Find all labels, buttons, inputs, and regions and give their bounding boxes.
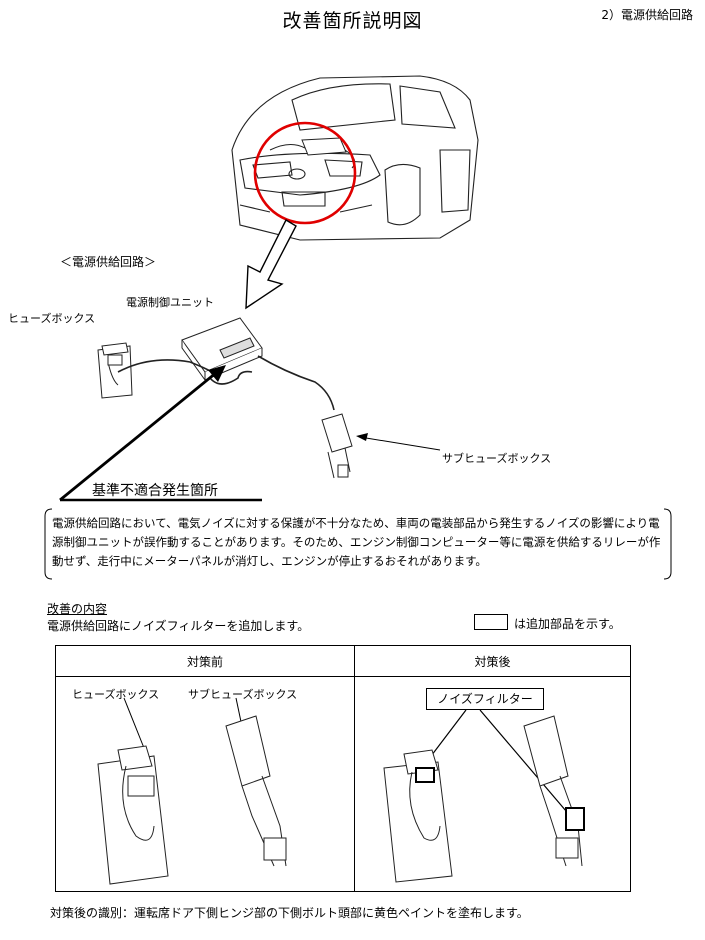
control-unit-drawing [181, 317, 263, 381]
before-fuse-label: ヒューズボックス [72, 688, 160, 701]
footer-note: 対策後の識別：運転席ドア下側ヒンジ部の下側ボルト頭部に黄色ペイントを塗布します。 [50, 906, 529, 920]
legend-text: は追加部品を示す。 [514, 617, 621, 631]
engine-bay-unit [269, 137, 356, 169]
nonconformity-label: 基準不適合発生箇所 [92, 483, 218, 499]
pointer-arrow [245, 219, 297, 310]
after-header: 対策後 [354, 645, 631, 677]
after-drawing [383, 709, 585, 883]
circuit-label: ＜電源供給回路＞ [60, 255, 157, 269]
nonconformity-arrow [59, 366, 223, 502]
sub-fuse-box-drawing [321, 413, 353, 479]
circuit-diagram [59, 75, 479, 502]
fuse-box-drawing [97, 342, 133, 399]
before-drawing [97, 697, 287, 885]
description-text: 電源供給回路において、電気ノイズに対する保護が不十分なため、車両の電装部品から発… [52, 516, 661, 568]
improvement-heading: 改善の内容 [47, 602, 108, 616]
fuse-box-label: ヒューズボックス [8, 312, 96, 325]
before-header: 対策前 [55, 645, 355, 677]
improvement-text: 電源供給回路にノイズフィルターを追加します。 [47, 619, 310, 633]
control-unit-label: 電源制御ユニット [126, 296, 214, 309]
comparison-table: 対策前 対策後 [55, 645, 631, 892]
section-label: 2）電源供給回路 [601, 8, 693, 22]
sub-fuse-box-label: サブヒューズボックス [442, 452, 552, 465]
wire-harness [117, 355, 335, 411]
page-title: 改善箇所説明図 [282, 10, 423, 32]
car-illustration [231, 75, 479, 241]
description-bracket [44, 508, 672, 580]
noise-filter-label: ノイズフィルター [426, 688, 544, 710]
before-sub-label: サブヒューズボックス [188, 688, 298, 701]
highlight-circle [253, 121, 357, 225]
legend-box [474, 614, 508, 630]
